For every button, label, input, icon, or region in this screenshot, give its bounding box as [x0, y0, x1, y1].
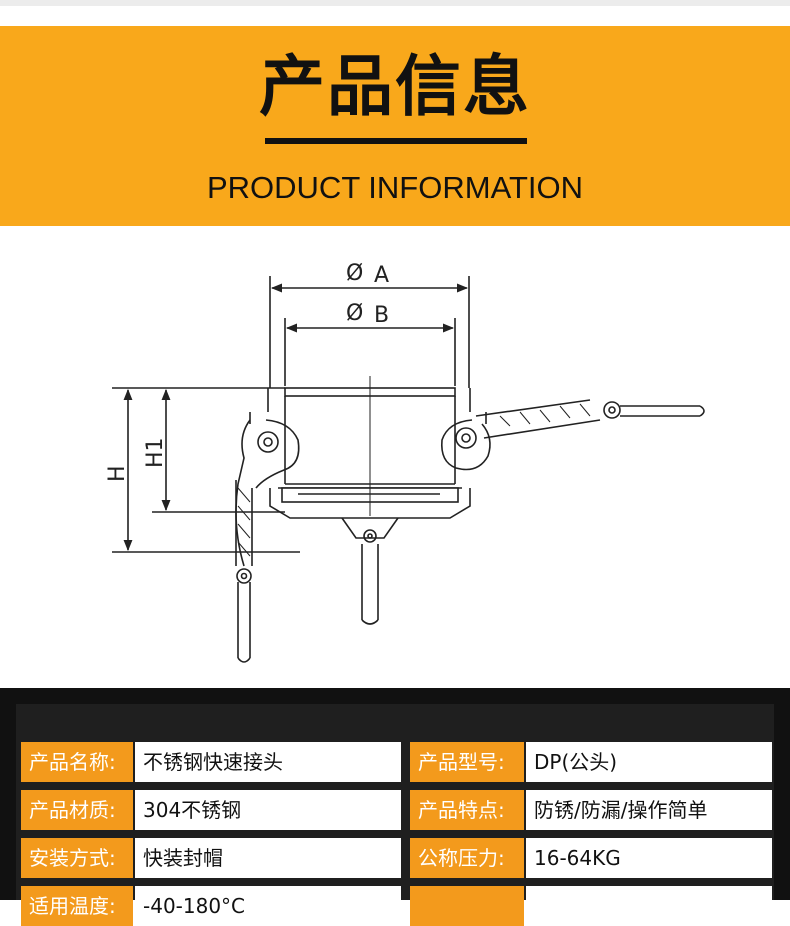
- dimension-b-label: B: [374, 303, 389, 328]
- spec-label-installation: 安装方式:: [21, 838, 133, 878]
- technical-drawing: Ø A Ø B H H1: [0, 226, 790, 688]
- spec-value-installation: 快装封帽: [135, 838, 401, 878]
- spec-value-features: 防锈/防漏/操作简单: [526, 790, 772, 830]
- spec-value-temperature: -40-180°C: [135, 886, 401, 926]
- spec-panel: 产品名称: 不锈钢快速接头 产品型号: DP(公头) 产品材质: 304不锈钢 …: [0, 688, 790, 926]
- diameter-symbol-a: Ø: [346, 261, 363, 286]
- coupler-drawing-svg: Ø A Ø B H H1: [105, 261, 705, 663]
- spec-label-features: 产品特点:: [410, 790, 524, 830]
- banner-underline: [265, 138, 527, 144]
- dimension-h-label: H: [105, 465, 130, 482]
- spec-value-model: DP(公头): [526, 742, 772, 782]
- spec-value-product-name: 不锈钢快速接头: [135, 742, 401, 782]
- banner-subtitle: PRODUCT INFORMATION: [206, 170, 583, 205]
- dimension-a-label: A: [374, 263, 389, 288]
- top-divider-strip: [0, 0, 790, 6]
- spec-label-temperature: 适用温度:: [21, 886, 133, 926]
- diameter-symbol-b: Ø: [346, 301, 363, 326]
- spec-value-pressure: 16-64KG: [526, 838, 772, 878]
- spec-label-pressure: 公称压力:: [410, 838, 524, 878]
- spec-table: 产品名称: 不锈钢快速接头 产品型号: DP(公头) 产品材质: 304不锈钢 …: [16, 704, 774, 926]
- spec-label-material: 产品材质:: [21, 790, 133, 830]
- spec-label-model: 产品型号:: [410, 742, 524, 782]
- spec-label-empty: [410, 886, 524, 926]
- spec-label-product-name: 产品名称:: [21, 742, 133, 782]
- dimension-h1-label: H1: [143, 437, 168, 468]
- spec-value-material: 304不锈钢: [135, 790, 401, 830]
- spec-value-empty: [526, 886, 772, 926]
- product-info-banner: 产品信息 PRODUCT INFORMATION: [0, 26, 790, 226]
- banner-title: 产品信息: [259, 48, 531, 125]
